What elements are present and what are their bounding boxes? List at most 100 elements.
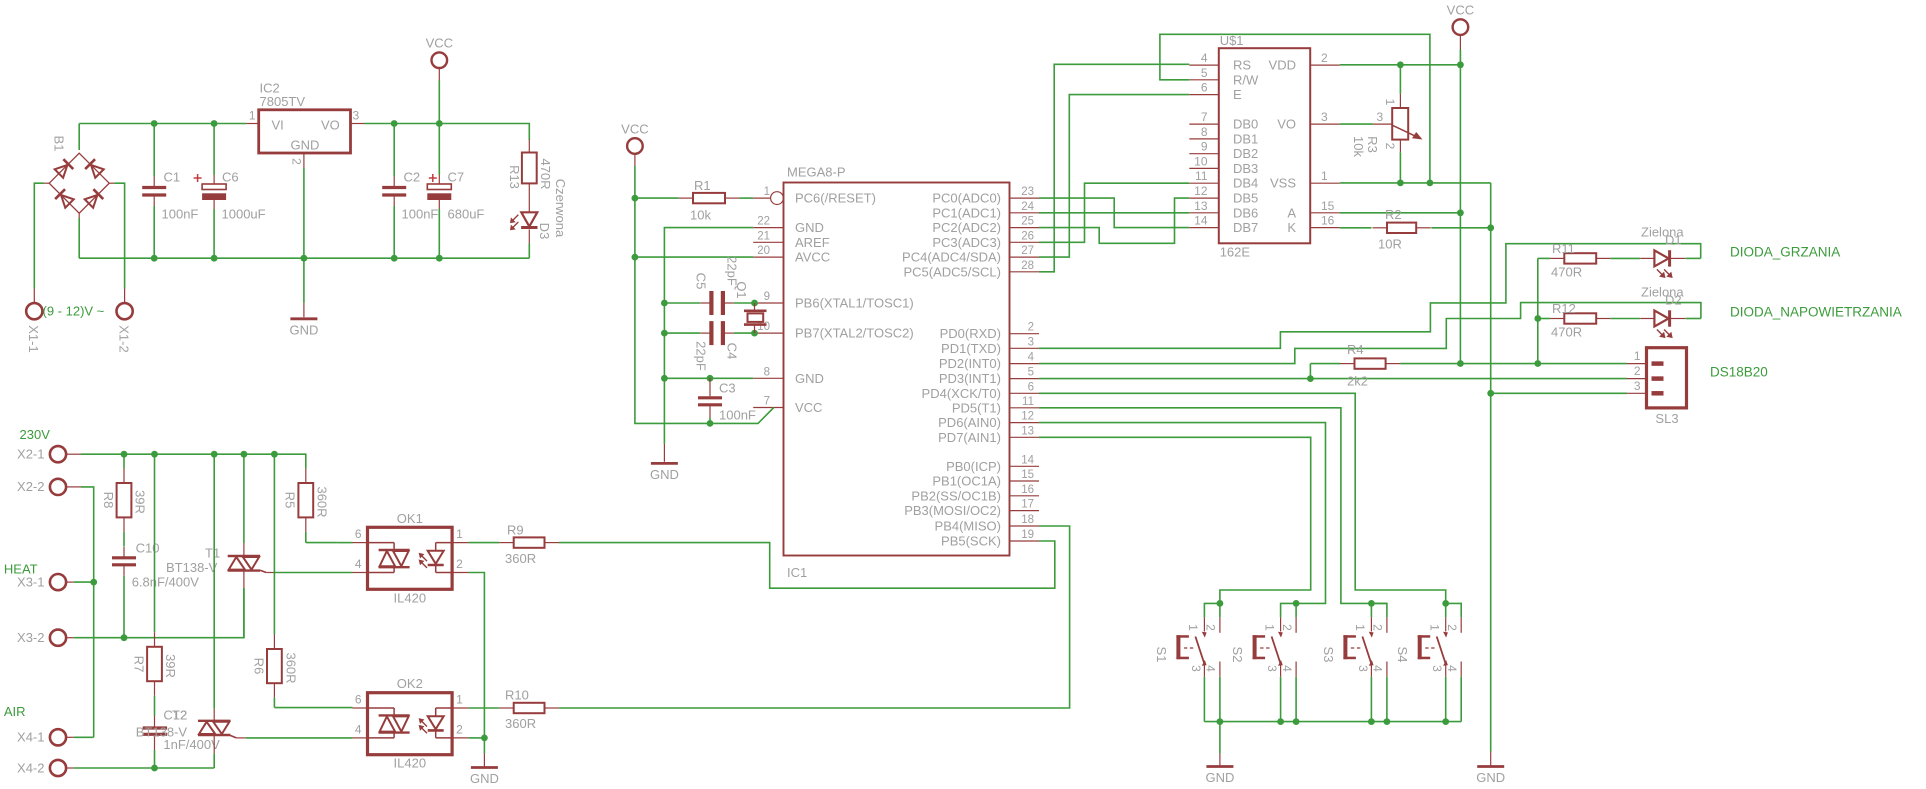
svg-text:R3: R3	[1365, 136, 1380, 153]
svg-text:22pF: 22pF	[724, 256, 739, 286]
svg-text:22: 22	[757, 216, 770, 228]
svg-text:PC3(ADC3): PC3(ADC3)	[932, 235, 1001, 250]
svg-text:2: 2	[1321, 51, 1328, 65]
svg-text:GND: GND	[795, 371, 824, 386]
svg-text:8: 8	[1201, 125, 1208, 139]
svg-text:4: 4	[355, 557, 362, 571]
svg-text:OK2: OK2	[397, 676, 423, 691]
svg-text:(9 - 12)V ~: (9 - 12)V ~	[43, 304, 105, 319]
svg-text:11: 11	[1022, 396, 1034, 408]
svg-text:360R: 360R	[314, 486, 329, 517]
svg-text:VO: VO	[321, 118, 340, 133]
svg-text:18: 18	[1021, 514, 1034, 526]
svg-text:VO: VO	[1277, 117, 1296, 132]
svg-text:X4-2: X4-2	[17, 760, 44, 775]
svg-text:230V: 230V	[20, 427, 51, 442]
svg-text:U$1: U$1	[1220, 33, 1244, 48]
svg-text:DIODA_NAPOWIETRZANIA: DIODA_NAPOWIETRZANIA	[1730, 305, 1902, 320]
svg-text:GND: GND	[291, 138, 320, 153]
svg-text:DS18B20: DS18B20	[1710, 365, 1768, 380]
svg-text:VCC: VCC	[795, 400, 822, 415]
svg-text:C2: C2	[404, 170, 421, 185]
svg-text:MEGA8-P: MEGA8-P	[787, 165, 846, 180]
svg-text:DB4: DB4	[1233, 176, 1258, 191]
svg-text:1: 1	[764, 186, 770, 198]
svg-text:PD6(AIN0): PD6(AIN0)	[938, 415, 1001, 430]
svg-text:R2: R2	[1385, 207, 1402, 222]
svg-text:S2: S2	[1230, 647, 1245, 663]
svg-text:R5: R5	[282, 492, 297, 509]
svg-text:PB5(SCK): PB5(SCK)	[941, 534, 1001, 549]
svg-text:22pF: 22pF	[693, 341, 708, 371]
svg-text:2: 2	[1383, 143, 1397, 150]
svg-text:3: 3	[1028, 336, 1034, 348]
svg-text:RS: RS	[1233, 58, 1251, 73]
svg-text:3: 3	[1430, 665, 1444, 672]
svg-text:R10: R10	[505, 688, 529, 703]
svg-text:7: 7	[1201, 110, 1208, 124]
svg-text:6: 6	[1028, 381, 1034, 393]
svg-text:1: 1	[1353, 624, 1367, 631]
svg-text:12: 12	[1021, 411, 1034, 423]
svg-text:PD1(TXD): PD1(TXD)	[941, 341, 1001, 356]
svg-text:1: 1	[1634, 349, 1641, 363]
svg-text:X1-1: X1-1	[26, 325, 41, 352]
svg-text:11: 11	[1195, 169, 1208, 183]
svg-text:E: E	[1233, 87, 1242, 102]
svg-text:9: 9	[764, 291, 770, 303]
svg-text:GND: GND	[650, 467, 679, 482]
svg-text:Zielona: Zielona	[1641, 224, 1684, 239]
svg-text:R11: R11	[1552, 241, 1575, 256]
svg-text:IC2: IC2	[260, 81, 280, 96]
svg-text:VCC: VCC	[621, 122, 648, 137]
svg-text:AREF: AREF	[795, 235, 830, 250]
svg-text:3: 3	[1634, 379, 1641, 393]
svg-text:C3: C3	[719, 381, 736, 396]
svg-text:21: 21	[757, 230, 770, 242]
svg-text:D1: D1	[1665, 232, 1682, 247]
svg-text:R12: R12	[1552, 301, 1576, 316]
svg-text:PD3(INT1): PD3(INT1)	[939, 371, 1001, 386]
svg-text:PB1(OC1A): PB1(OC1A)	[932, 474, 1001, 489]
svg-text:10k: 10k	[690, 208, 711, 223]
svg-text:5: 5	[1028, 367, 1034, 379]
svg-text:26: 26	[1021, 230, 1034, 242]
svg-text:360R: 360R	[505, 551, 536, 566]
svg-text:13: 13	[1194, 199, 1208, 213]
svg-text:GND: GND	[1476, 770, 1505, 785]
svg-text:IL420: IL420	[394, 756, 427, 771]
svg-text:28: 28	[1021, 260, 1034, 272]
svg-text:100nF: 100nF	[402, 207, 439, 222]
svg-text:C5: C5	[693, 273, 708, 290]
svg-text:100nF: 100nF	[719, 408, 756, 423]
svg-text:X4-1: X4-1	[17, 730, 44, 745]
svg-text:23: 23	[1021, 186, 1034, 198]
svg-text:R13: R13	[507, 165, 522, 189]
svg-text:GND: GND	[1205, 770, 1234, 785]
svg-text:100nF: 100nF	[162, 207, 199, 222]
svg-text:360R: 360R	[505, 716, 536, 731]
svg-text:39R: 39R	[132, 490, 147, 514]
svg-text:PC6(/RESET): PC6(/RESET)	[795, 191, 876, 206]
svg-text:X1-2: X1-2	[116, 325, 131, 352]
svg-text:DB3: DB3	[1233, 161, 1258, 176]
svg-text:24: 24	[1021, 201, 1034, 213]
svg-text:15: 15	[1021, 469, 1034, 481]
svg-text:Zielona: Zielona	[1641, 284, 1684, 299]
svg-text:DB5: DB5	[1233, 191, 1258, 206]
svg-text:PC2(ADC2): PC2(ADC2)	[932, 220, 1001, 235]
svg-text:25: 25	[1021, 216, 1034, 228]
svg-text:PB3(MOSI/OC2): PB3(MOSI/OC2)	[904, 503, 1001, 518]
svg-text:4: 4	[1280, 665, 1294, 672]
svg-text:DB2: DB2	[1233, 146, 1258, 161]
svg-text:S3: S3	[1321, 647, 1336, 663]
svg-text:PD2(INT0): PD2(INT0)	[939, 356, 1001, 371]
svg-text:IC1: IC1	[787, 565, 807, 580]
svg-text:X3-2: X3-2	[17, 630, 44, 645]
svg-text:BT138-V: BT138-V	[136, 724, 188, 739]
svg-text:3: 3	[353, 109, 360, 123]
svg-text:X2-2: X2-2	[17, 479, 44, 494]
svg-text:4: 4	[1201, 51, 1208, 65]
svg-text:4: 4	[1204, 665, 1218, 672]
svg-text:PD5(T1): PD5(T1)	[952, 400, 1001, 415]
